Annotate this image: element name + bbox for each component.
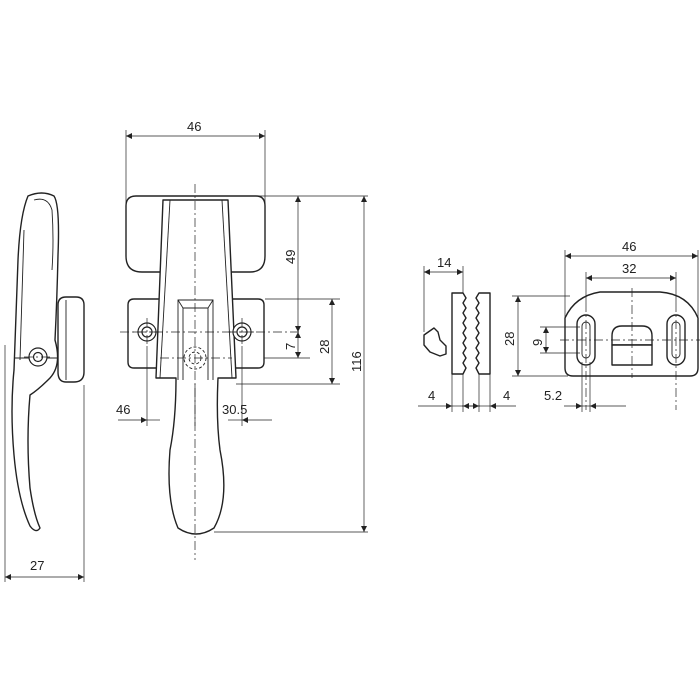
dim-plate-left: 4 (428, 388, 435, 403)
dim-slot-spacing: 32 (622, 261, 636, 276)
dim-base-height: 28 (317, 340, 332, 354)
keeper-side-view: 14 4 4 (418, 255, 516, 412)
dim-keeper-height: 28 (502, 332, 517, 346)
dim-slot-width: 5.2 (544, 388, 562, 403)
dim-pin-offset: 7 (283, 343, 298, 350)
dim-total-height: 116 (349, 351, 364, 372)
dim-keeper-thickness: 14 (437, 255, 451, 270)
dim-handle-width: 46 (187, 119, 201, 134)
side-mount-block (57, 296, 85, 383)
dim-plate-right: 4 (503, 388, 510, 403)
keeper-hook (423, 327, 447, 357)
dim-keeper-width: 46 (622, 239, 636, 254)
dim-side-depth: 27 (30, 558, 44, 573)
dim-upper-height: 49 (283, 250, 298, 264)
front-view: 46 49 7 28 116 46 30.5 (116, 119, 368, 560)
dim-slot-length: 9 (530, 339, 545, 346)
keeper-plate-left (451, 292, 467, 375)
dim-hole-right: 30.5 (222, 402, 247, 417)
side-view: 27 (4, 192, 85, 582)
keeper-front-view: 46 32 28 9 5.2 (502, 239, 700, 412)
dim-hole-left: 46 (116, 402, 130, 417)
front-lever-grip (155, 199, 237, 535)
keeper-plate-right (475, 292, 491, 375)
